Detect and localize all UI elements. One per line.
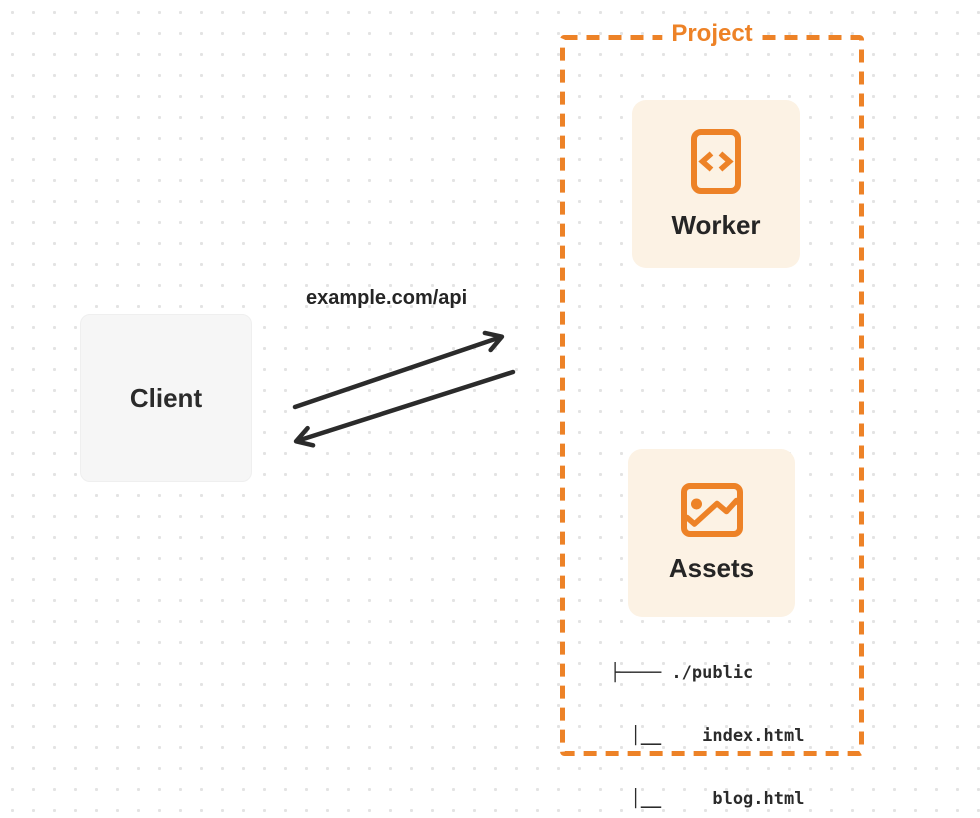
- image-icon: [680, 483, 743, 537]
- worker-label: Worker: [671, 209, 761, 240]
- file-tree-root: ├──── ./public: [610, 663, 754, 683]
- file-tree-item: │__ index.html: [610, 726, 805, 746]
- request-arrow: [292, 330, 505, 410]
- file-tree: ├──── ./public │__ index.html │__ blog.h…: [610, 621, 804, 818]
- file-tree-item: │__ blog.html: [610, 789, 805, 809]
- request-url-label: example.com/api: [306, 287, 468, 309]
- client-node: Client: [80, 314, 252, 482]
- project-label: Project: [662, 19, 762, 48]
- project-group: Project Worker: [560, 19, 864, 809]
- code-file-icon: [691, 128, 741, 194]
- assets-node: Assets: [628, 449, 795, 617]
- assets-label: Assets: [668, 553, 755, 583]
- worker-node: Worker: [632, 100, 800, 268]
- response-arrow: [293, 369, 516, 448]
- client-label: Client: [129, 382, 203, 413]
